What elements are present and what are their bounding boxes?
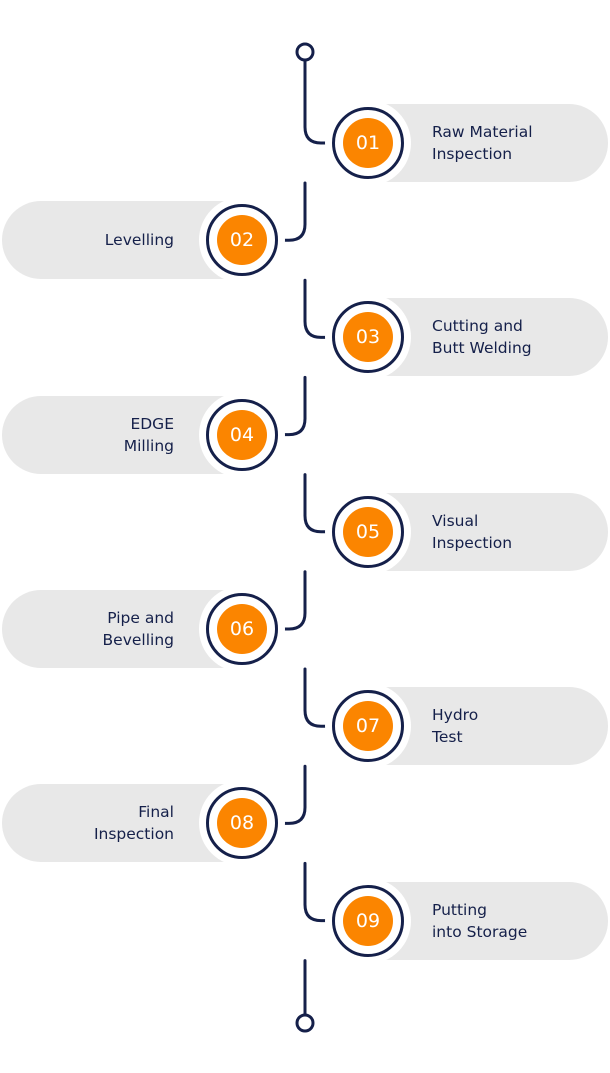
step-number: 04 <box>217 409 267 460</box>
step-label-line: Bevelling <box>102 631 174 649</box>
step-badge: 05 <box>332 495 404 568</box>
connector-line <box>303 861 334 923</box>
step-label-line: Cutting and <box>432 317 523 336</box>
step-label: Levelling <box>105 201 174 279</box>
start-node-icon <box>295 42 315 62</box>
connector-line <box>276 375 307 437</box>
step-number: 09 <box>343 895 393 946</box>
step-badge: 06 <box>206 593 278 665</box>
step-number: 08 <box>217 798 267 849</box>
step-badge: 08 <box>206 787 278 860</box>
connector-line <box>303 667 334 728</box>
step-label-line: Inspection <box>93 825 174 844</box>
connector-line <box>276 570 307 631</box>
step-badge: 04 <box>206 398 278 471</box>
step-badge: 02 <box>206 204 278 277</box>
step-number: 03 <box>343 312 393 363</box>
step-number: 01 <box>343 118 393 168</box>
connector-line <box>276 764 307 825</box>
step-label-line: Visual <box>432 511 479 530</box>
step-badge: 09 <box>332 884 404 957</box>
step-number: 02 <box>217 215 267 266</box>
step-label-line: Test <box>432 728 463 747</box>
step-label-line: Inspection <box>432 533 513 552</box>
connector-line <box>303 473 334 534</box>
step-number: 06 <box>217 604 267 654</box>
step-label-line: Levelling <box>104 231 174 250</box>
step-label-line: Raw Material <box>432 123 533 141</box>
step-label-line: Putting <box>432 900 488 919</box>
step-label-line: Pipe and <box>107 609 174 627</box>
step-badge: 01 <box>332 107 404 179</box>
step-number: 07 <box>343 701 393 752</box>
step-label-line: into Storage <box>432 922 528 941</box>
step-label-line: Hydro <box>432 706 479 725</box>
step-badge: 07 <box>332 690 404 763</box>
connector-line <box>276 181 307 242</box>
step-label-line: Milling <box>123 436 174 455</box>
step-label-line: Inspection <box>432 145 513 163</box>
step-badge: 03 <box>332 301 404 374</box>
connector-line <box>303 58 334 145</box>
step-label: Putting into Storage <box>432 882 527 960</box>
step-label: EDGE Milling <box>124 396 174 474</box>
connector-line <box>303 278 334 339</box>
step-label-line: Butt Welding <box>432 339 532 358</box>
end-node-icon <box>295 1013 315 1033</box>
step-label-line: Final <box>138 803 174 822</box>
step-label-line: EDGE <box>130 414 174 433</box>
step-number: 05 <box>343 506 393 557</box>
